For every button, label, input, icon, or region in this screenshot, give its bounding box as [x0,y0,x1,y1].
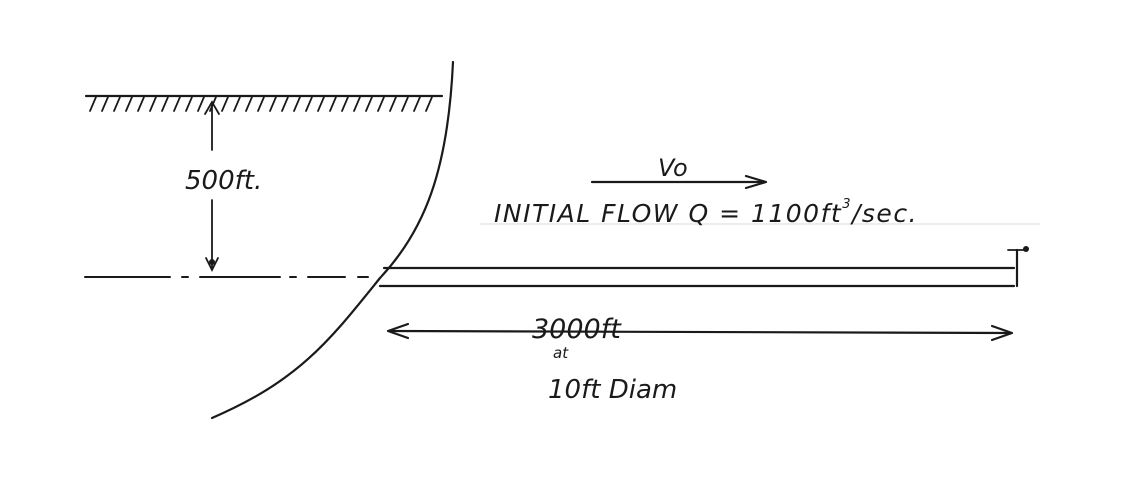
diameter-label: 10ft Diam [548,375,677,405]
hatch-mark [269,96,277,112]
hatch-mark [281,96,289,112]
valve-icon [1007,246,1029,288]
hatch-mark [401,96,409,112]
hatch-mark [125,96,133,112]
hatch-mark [305,96,313,112]
pipe [378,266,1016,288]
at-label: at [553,344,569,362]
water-surface [84,94,444,112]
hatch-mark [113,96,121,112]
flow-label-main: INITIAL FLOW Q = 1100ft [494,199,842,228]
hatch-mark [377,96,385,112]
hatch-mark [89,96,97,112]
hatch-mark [365,96,373,112]
hatch-mark [221,96,229,112]
hatch-mark [245,96,253,112]
surface-hatching [89,96,433,112]
hatch-mark [389,96,397,112]
hatch-mark [197,96,205,112]
hatch-mark [329,96,337,112]
length-dimension [386,322,1014,342]
hatch-mark [161,96,169,112]
hatch-mark [293,96,301,112]
flow-label-exponent: 3 [842,197,852,212]
hatch-mark [257,96,265,112]
hatch-mark [185,96,193,112]
hatch-mark [353,96,361,112]
hatch-mark [173,96,181,112]
hatch-mark [233,96,241,112]
hatch-mark [413,96,421,112]
hatch-mark [425,96,433,112]
velocity-arrow [590,174,768,190]
hatch-mark [137,96,145,112]
hatch-mark [101,96,109,112]
hatch-mark [317,96,325,112]
length-label: 3000ft [532,314,622,345]
flow-label-suffix: /sec. [850,199,918,228]
reservoir-wall [210,60,455,420]
depth-dimension [204,100,220,273]
depth-label: 500ft. [185,166,262,196]
hatch-mark [149,96,157,112]
flow-label: INITIAL FLOW Q = 1100ft3/sec. [494,197,918,228]
velocity-label: Vo [658,154,688,182]
hatch-mark [341,96,349,112]
